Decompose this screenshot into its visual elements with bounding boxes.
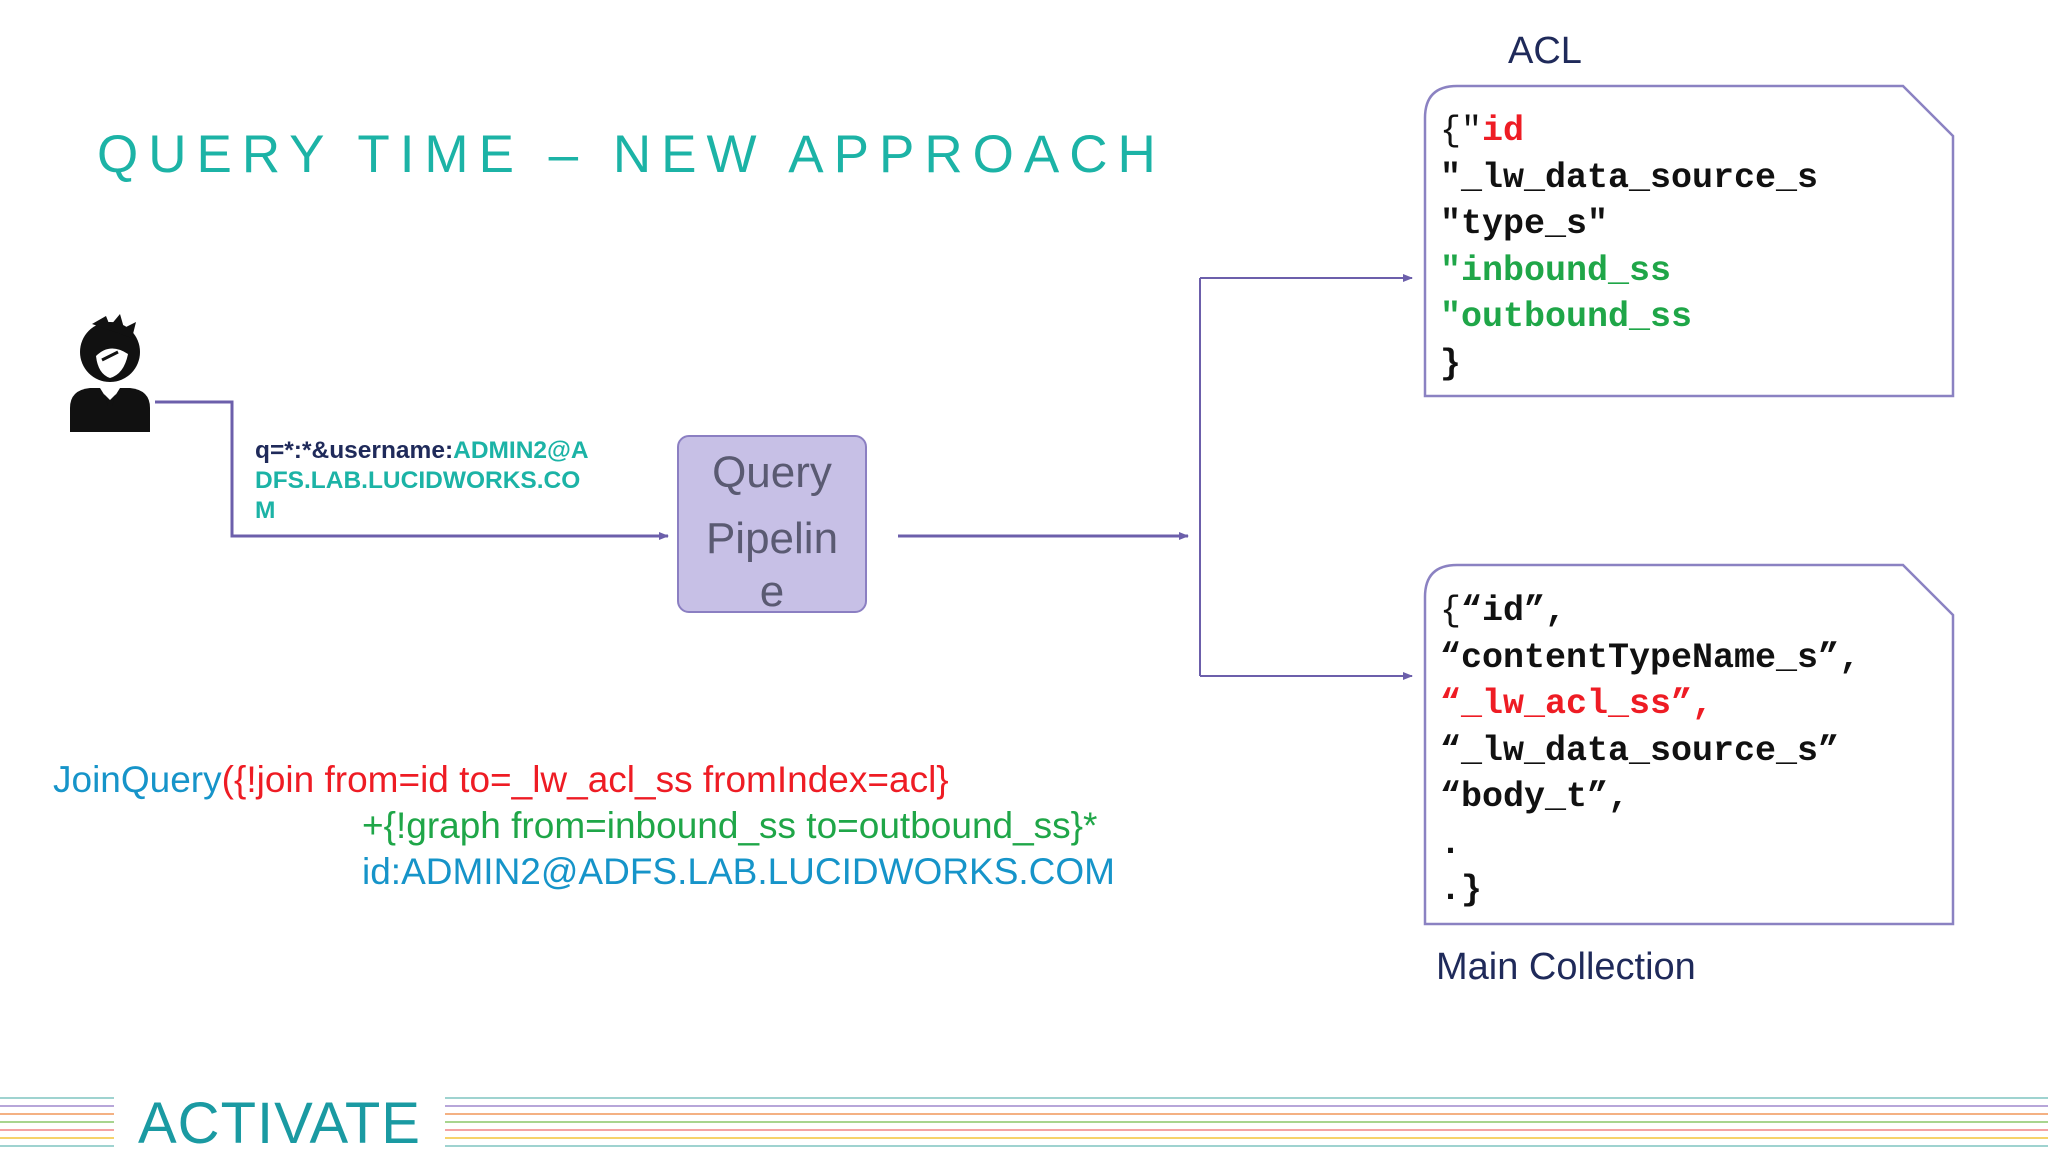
acl-field-type: "type_s" xyxy=(1440,204,1609,244)
user-to-pipeline-arrow xyxy=(155,400,669,540)
acl-line1-open: {" xyxy=(1440,111,1483,151)
acl-close-brace: } xyxy=(1440,343,1462,384)
pipeline-label-line1: Query xyxy=(712,448,832,497)
slide-title: QUERY TIME – NEW APPROACH xyxy=(97,125,1166,184)
main-close-brace: .} xyxy=(1440,870,1483,910)
acl-field-id: id xyxy=(1482,111,1525,151)
query-username-value-line1: ADMIN2@A xyxy=(453,437,589,464)
acl-field-lw-data-source: "_lw_data_source_s xyxy=(1440,157,1819,198)
acl-collection-label: ACL xyxy=(1508,30,1582,72)
query-prefix: q=*:*& xyxy=(255,437,330,464)
pipeline-label-line2: Pipelin xyxy=(705,514,839,563)
acl-schema-code: {"id "_lw_data_source_s "type_s" "inboun… xyxy=(1440,108,1818,387)
main-collection-label: Main Collection xyxy=(1436,946,1696,988)
join-query-graph-part: +{!graph from=inbound_ss to=outbound_ss}… xyxy=(362,805,1098,846)
join-query-id-part: id:ADMIN2@ADFS.LAB.LUCIDWORKS.COM xyxy=(362,851,1116,892)
join-query-line1: JoinQuery({!join from=id to=_lw_acl_ss f… xyxy=(53,757,949,803)
query-pipeline-box xyxy=(677,435,867,613)
acl-field-outbound: "outbound_ss xyxy=(1440,297,1693,337)
main-ellipsis-dot: . xyxy=(1440,823,1462,864)
main-collection-document-shape xyxy=(1423,563,1955,926)
pipeline-label-line3: e xyxy=(759,567,785,616)
main-field-id: “id”, xyxy=(1461,591,1567,631)
query-pipeline-label: Query Pipelin e xyxy=(677,440,867,616)
main-line1-open: { xyxy=(1440,591,1462,631)
query-username-value-line2: DFS.LAB.LUCIDWORKS.CO xyxy=(255,467,581,494)
join-query-join-part: ({!join from=id to=_lw_acl_ss fromIndex=… xyxy=(221,759,949,800)
acl-document-shape xyxy=(1423,84,1955,398)
main-collection-schema-code: {“id”, “contentTypeName_s”, “_lw_acl_ss”… xyxy=(1440,588,1860,914)
main-field-lw-acl: “_lw_acl_ss”, xyxy=(1440,684,1714,724)
activate-logo: ACTIVATE xyxy=(114,1088,445,1160)
query-username-value-line3: M xyxy=(255,497,276,524)
main-field-content-type: “contentTypeName_s”, xyxy=(1440,637,1861,678)
main-field-lw-data-source: “_lw_data_source_s” xyxy=(1440,730,1840,771)
main-field-body: “body_t”, xyxy=(1440,777,1630,817)
join-query-fn-name: JoinQuery xyxy=(53,759,222,800)
query-param-label: username: xyxy=(329,437,454,464)
acl-field-inbound: "inbound_ss xyxy=(1440,250,1672,291)
user-icon xyxy=(70,314,150,432)
query-request-text: q=*:*&username:ADMIN2@A DFS.LAB.LUCIDWOR… xyxy=(255,436,625,526)
